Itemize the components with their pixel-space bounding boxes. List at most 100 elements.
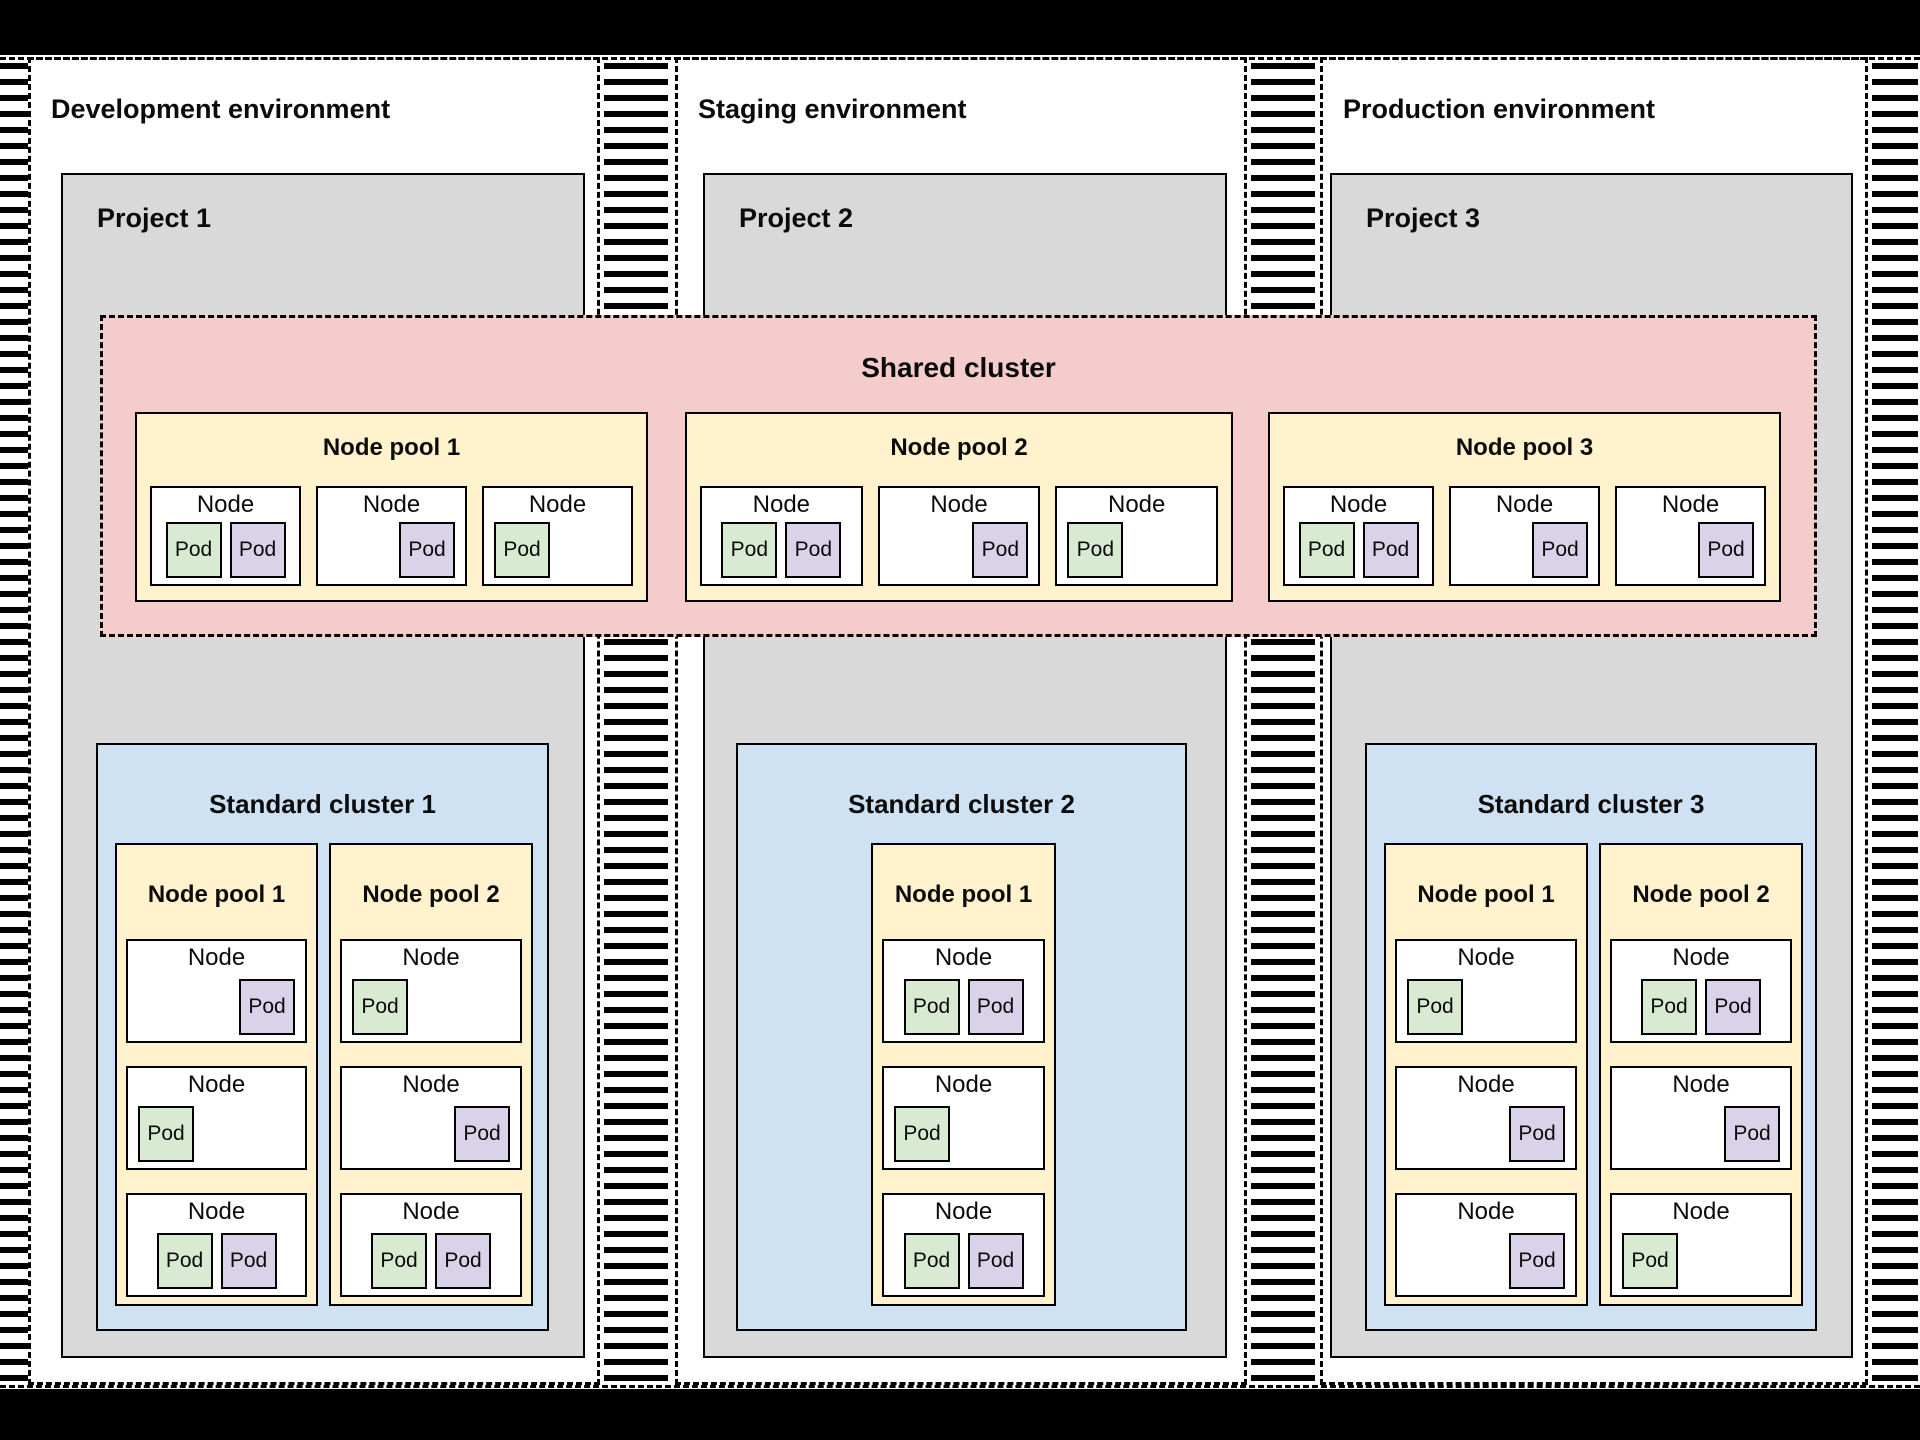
pod-purple: Pod xyxy=(1509,1106,1565,1162)
pod-row: Pod xyxy=(1397,979,1575,1035)
pod-green: Pod xyxy=(165,522,222,578)
node-label: Node xyxy=(1457,944,1515,971)
node-label: Node xyxy=(402,944,460,971)
node-pool-title: Node pool 2 xyxy=(890,434,1028,461)
pod-row: Pod xyxy=(1617,522,1764,578)
node-pool-title: Node pool 1 xyxy=(894,881,1033,908)
environment-production: Production environment xyxy=(1320,57,1868,1385)
pod-purple: Pod xyxy=(1724,1106,1780,1162)
pod-green: Pod xyxy=(1067,522,1124,578)
pod-row: Pod xyxy=(1451,522,1598,578)
pod-purple: Pod xyxy=(239,979,295,1035)
pod-purple: Pod xyxy=(435,1233,491,1289)
pod-purple: Pod xyxy=(967,1233,1024,1289)
pod-green: Pod xyxy=(1407,979,1463,1035)
pod-green: Pod xyxy=(156,1233,213,1289)
pod-green: Pod xyxy=(721,522,778,578)
node-label: Node xyxy=(934,944,993,971)
pod-row: Pod xyxy=(1057,522,1216,578)
node-label: Node xyxy=(934,1071,993,1098)
pod-purple: Pod xyxy=(229,522,286,578)
hatched-band-left xyxy=(0,63,28,1381)
node-pool-title: Node pool 1 xyxy=(322,434,461,461)
node-label: Node xyxy=(1672,944,1730,971)
pod-green: Pod xyxy=(1622,1233,1678,1289)
node-label: Node xyxy=(1672,1198,1730,1225)
pod-row: Pod xyxy=(318,522,465,578)
node-label: Node xyxy=(187,1198,246,1225)
node-pool-title: Node pool 2 xyxy=(1632,881,1770,908)
pod-row: Pod xyxy=(880,522,1039,578)
node-label: Node xyxy=(187,944,246,971)
pod-green: Pod xyxy=(1641,979,1697,1035)
pod-purple: Pod xyxy=(967,979,1024,1035)
environment-development: Development environment xyxy=(28,57,600,1385)
node-label: Node xyxy=(930,491,988,518)
pod-purple: Pod xyxy=(220,1233,277,1289)
pod-purple: Pod xyxy=(1705,979,1761,1035)
node-label: Node xyxy=(1329,491,1388,518)
node-label: Node xyxy=(196,491,255,518)
pod-purple: Pod xyxy=(1362,522,1419,578)
environment-title: Development environment xyxy=(51,94,391,124)
node-label: Node xyxy=(187,1071,246,1098)
standard-cluster-title: Standard cluster 3 xyxy=(1477,789,1705,819)
node-label: Node xyxy=(1107,491,1166,518)
pod-green: Pod xyxy=(371,1233,427,1289)
node-label: Node xyxy=(752,491,811,518)
node-label: Node xyxy=(1672,1071,1730,1098)
environment-title: Staging environment xyxy=(698,94,967,124)
pod-row: Pod xyxy=(342,979,520,1035)
pod-purple: Pod xyxy=(399,522,455,578)
environment-title: Production environment xyxy=(1343,94,1656,124)
project-title: Project 3 xyxy=(1366,203,1481,233)
node-label: Node xyxy=(1495,491,1554,518)
node-pool-title: Node pool 1 xyxy=(147,881,286,908)
standard-cluster-title: Standard cluster 2 xyxy=(848,789,1075,819)
diagram-canvas: Development environment Staging environm… xyxy=(0,55,1920,1389)
node-pool-title: Node pool 2 xyxy=(362,881,500,908)
pod-row: Pod xyxy=(484,522,631,578)
pod-row: Pod xyxy=(342,1106,520,1162)
environment-staging: Staging environment xyxy=(675,57,1247,1385)
pod-green: Pod xyxy=(352,979,408,1035)
pod-row: Pod xyxy=(1612,1233,1790,1289)
standard-cluster-title: Standard cluster 1 xyxy=(209,789,436,819)
hatched-band-dev-staging xyxy=(604,63,668,1381)
